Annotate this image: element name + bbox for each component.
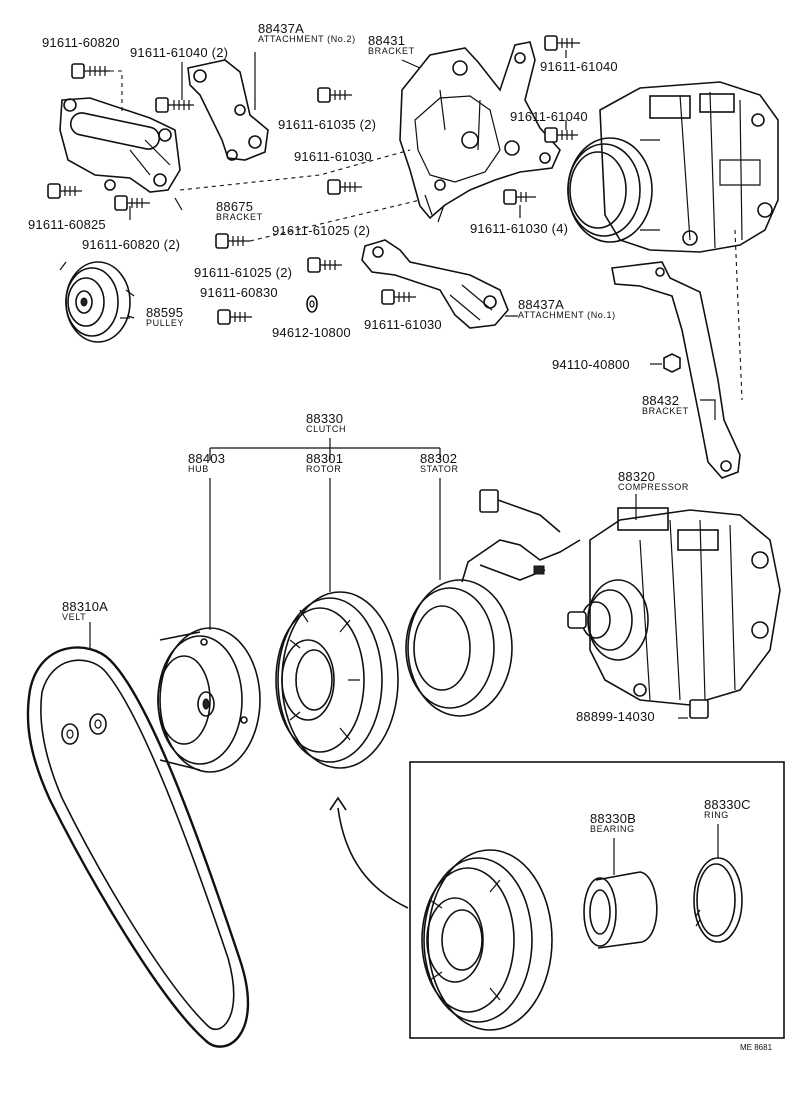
part-name: BRACKET [216,212,263,222]
part-88302-label: 88302 STATOR [420,452,459,474]
part-88330c-label: 88330C RING [704,798,751,820]
part-number: 88301 [306,451,344,466]
part-number: 88437A [518,297,565,312]
part-88437a-no1-label: 88437A ATTACHMENT (No.1) [518,298,616,320]
part-88403-label: 88403 HUB [188,452,225,474]
figure-code: ME 8681 [740,1043,773,1052]
part-number: 88432 [642,393,680,408]
part-number: 88330B [590,811,637,826]
part-88320-label: 88320 COMPRESSOR [618,470,689,492]
part-number: 88310A [62,599,109,614]
clutch-tree-lines [89,438,688,719]
part-number: 88302 [420,451,458,466]
part-name: RING [704,810,729,820]
fastener-label: 91611-61040 [510,109,588,124]
part-name: ATTACHMENT (No.1) [518,310,616,320]
part-name: PULLEY [146,318,185,328]
detail-box [329,761,785,1039]
compressor-88320-shape [567,507,781,719]
part-name: BRACKET [368,46,415,56]
fastener-label: 91611-60830 [200,285,278,300]
attachment-no1-shape [361,239,509,329]
fastener-label: 91611-61025 (2) [194,265,293,280]
part-number: 88403 [188,451,226,466]
part-88432-label: 88432 BRACKET [642,394,689,416]
part-number: 88330 [306,411,344,426]
fastener-label: 91611-61040 [540,59,618,74]
bolts-top [47,35,681,373]
fastener-label: 94110-40800 [552,357,630,372]
part-88595-label: 88595 PULLEY [146,306,184,328]
bracket-88432-shape [611,261,741,479]
part-name: VELT [62,612,87,622]
part-88675-label: 88675 BRACKET [216,200,263,222]
part-88301-label: 88301 ROTOR [306,452,343,474]
part-name: BRACKET [642,406,689,416]
bracket-88431-shape [399,41,561,223]
rotor-88301-shape [275,591,399,769]
belt-88310a-shape [26,646,250,1048]
fastener-label: 91611-61030 [294,149,372,164]
bracket-88675-shape [59,97,181,193]
part-number: 88675 [216,199,254,214]
part-88330b-label: 88330B BEARING [590,812,636,834]
part-name: ATTACHMENT (No.2) [258,34,356,44]
part-name: COMPRESSOR [618,482,690,492]
part-88437a-no2-label: 88437A ATTACHMENT (No.2) [258,22,356,44]
part-number: 88330C [704,797,751,812]
fastener-label: 91611-60820 (2) [82,237,181,252]
fastener-label: 91611-60820 [42,35,120,50]
part-name: HUB [188,464,209,474]
fastener-label: 91611-61040 (2) [130,45,229,60]
part-name: STATOR [420,464,459,474]
fastener-label: 91611-61030 [364,317,442,332]
compressor-top-shape [567,81,779,253]
part-number: 88595 [146,305,184,320]
alignment-lines-top [110,70,743,401]
fastener-label: 91611-61025 (2) [272,223,371,238]
part-name: BEARING [590,824,635,834]
fastener-label: 91611-60825 [28,217,106,232]
fastener-label: 91611-61030 (4) [470,221,569,236]
attachment-no2-shape [187,59,269,161]
part-88310a-label: 88310A VELT [62,600,108,622]
hub-88403-shape [157,627,261,773]
part-number: 88320 [618,469,656,484]
part-number: 88437A [258,21,305,36]
part-name: CLUTCH [306,424,347,434]
part-88431-label: 88431 BRACKET [368,34,415,56]
part-name: ROTOR [306,464,342,474]
fastener-label: 94612-10800 [272,325,351,340]
leader-lines-top [120,50,716,420]
fastener-label: 91611-61035 (2) [278,117,377,132]
part-88330-label: 88330 CLUTCH [306,412,346,434]
stator-88302-shape [405,489,581,717]
pulley-88595-shape [59,261,135,343]
part-number: 88431 [368,33,406,48]
fastener-label: 88899-14030 [576,709,655,724]
